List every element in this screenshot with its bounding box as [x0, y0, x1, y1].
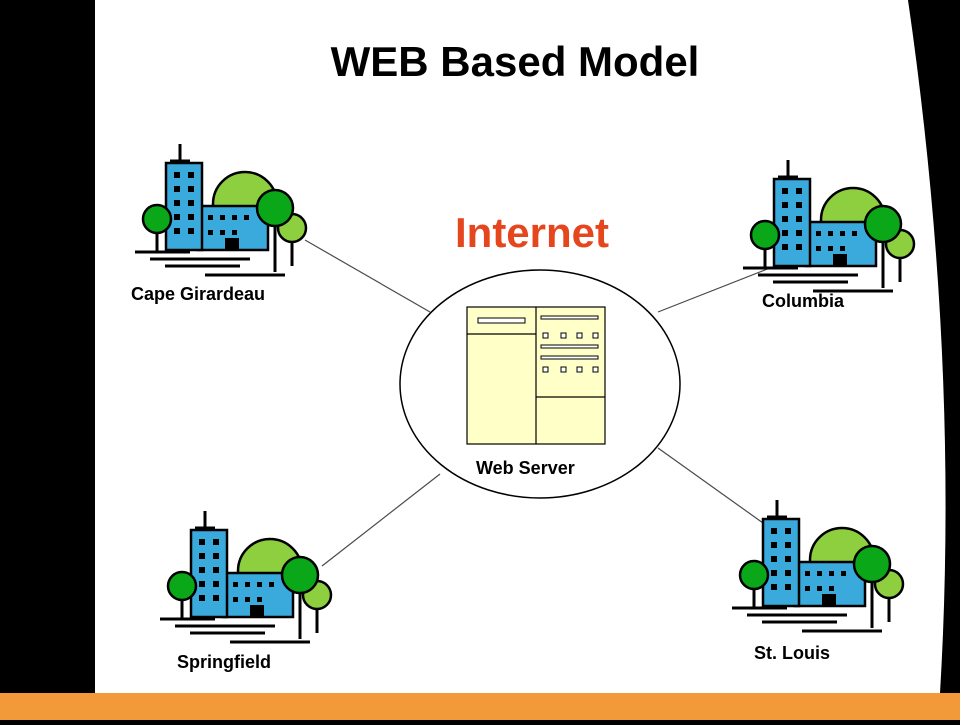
connection-lines	[304, 239, 771, 567]
link-cape-girardeau	[304, 239, 431, 313]
slide-title: WEB Based Model	[330, 38, 700, 85]
site-label-st-louis: St. Louis	[754, 643, 830, 663]
link-st-louis	[657, 447, 771, 529]
site-label-springfield: Springfield	[177, 652, 271, 672]
footer-bar	[0, 693, 960, 720]
site-label-columbia: Columbia	[762, 291, 845, 311]
web-server-icon	[466, 306, 606, 445]
link-springfield	[321, 473, 441, 567]
internet-label: Internet	[455, 209, 610, 256]
site-label-cape-girardeau: Cape Girardeau	[131, 284, 266, 304]
link-columbia	[657, 267, 771, 313]
web-server-label: Web Server	[476, 458, 575, 478]
